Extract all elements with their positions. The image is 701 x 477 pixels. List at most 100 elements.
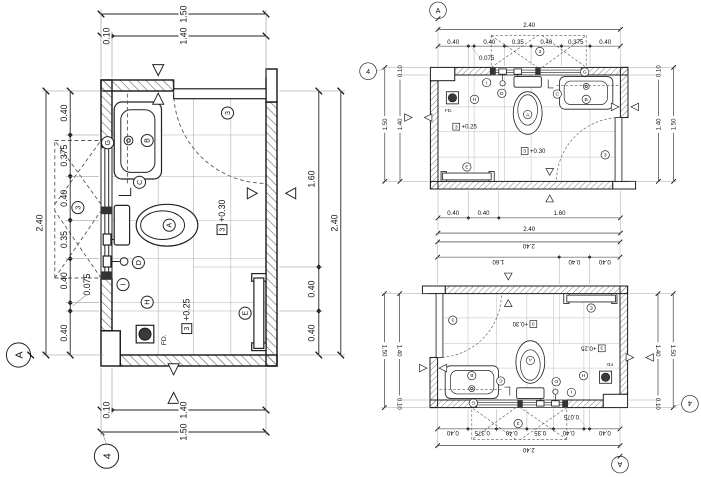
svg-text:3: 3 (517, 420, 520, 426)
svg-text:3: 3 (183, 327, 191, 331)
bench-tag: E (586, 303, 596, 313)
walls (100, 68, 278, 367)
svg-text:0.40: 0.40 (59, 272, 69, 289)
svg-text:0.40: 0.40 (562, 429, 574, 436)
svg-text:C: C (556, 92, 560, 98)
svg-text:0.40: 0.40 (598, 258, 610, 265)
washbasin (444, 365, 499, 399)
svg-text:3: 3 (600, 345, 603, 351)
svg-text:1.60: 1.60 (306, 170, 316, 187)
svg-text:FD.: FD. (445, 108, 452, 113)
svg-text:0.40: 0.40 (59, 190, 69, 207)
svg-text:0.375: 0.375 (474, 429, 490, 436)
walls (421, 285, 629, 409)
svg-text:0.075: 0.075 (82, 273, 92, 295)
svg-text:0.10: 0.10 (655, 65, 662, 77)
valve-tag: D (497, 88, 507, 98)
svg-text:+0.25: +0.25 (182, 299, 192, 321)
section-marker-a: A (5, 342, 35, 368)
plan-view-rotated-180: 33FD.HIDABGCE3+0.253+0.302.400.400.0750.… (380, 238, 699, 474)
elevation-markers (419, 272, 654, 373)
svg-text:0.40: 0.40 (599, 39, 611, 46)
svg-text:FD.: FD. (161, 334, 168, 345)
overhead-dashed-projection (490, 35, 587, 68)
svg-text:0.10: 0.10 (396, 398, 403, 410)
svg-text:+0.25: +0.25 (580, 344, 596, 351)
svg-text:0.35: 0.35 (534, 429, 546, 436)
svg-text:1.50: 1.50 (178, 5, 188, 22)
bench (563, 293, 618, 304)
floor-drain: FD. (599, 362, 613, 384)
svg-text:D: D (500, 91, 504, 97)
toilet (113, 203, 199, 247)
svg-text:1.50: 1.50 (671, 118, 678, 130)
svg-text:E: E (242, 311, 250, 316)
svg-text:2.40: 2.40 (35, 214, 45, 231)
svg-text:0.375: 0.375 (568, 39, 584, 46)
svg-text:1.40: 1.40 (178, 27, 188, 44)
svg-text:3: 3 (523, 149, 526, 155)
svg-text:0.40: 0.40 (306, 280, 316, 297)
svg-text:1.40: 1.40 (655, 118, 662, 130)
svg-text:4: 4 (688, 399, 692, 408)
valve-tag: I (482, 78, 492, 88)
svg-text:B: B (469, 372, 473, 378)
keynote-tag: 3 (600, 150, 610, 160)
svg-text:1.40: 1.40 (654, 345, 661, 357)
svg-text:3: 3 (538, 49, 541, 55)
shower-valves (102, 233, 129, 268)
svg-text:1.50: 1.50 (669, 345, 676, 357)
hook-tag: C (552, 89, 562, 99)
svg-text:0.40: 0.40 (59, 104, 69, 121)
svg-text:0.35: 0.35 (512, 39, 524, 46)
door (430, 293, 502, 358)
level-tag: 3+0.30 (520, 147, 546, 155)
dimension-right: 0.101.401.50 (380, 290, 429, 413)
svg-text:A: A (617, 460, 622, 469)
svg-text:2.40: 2.40 (522, 446, 534, 453)
svg-text:0.075: 0.075 (563, 413, 579, 420)
svg-text:H: H (581, 372, 585, 378)
svg-text:I: I (120, 284, 128, 286)
level-tag: 3+0.25 (452, 122, 478, 131)
dimension-bottom: 0.400.401.602.40 (434, 238, 623, 285)
svg-text:E: E (589, 304, 593, 310)
floor-drain: FD. (135, 324, 168, 345)
toilet (515, 340, 546, 399)
bench (440, 171, 495, 182)
svg-text:+0.25: +0.25 (462, 124, 478, 131)
hook-tag: C (132, 175, 147, 189)
svg-text:1.40: 1.40 (178, 401, 188, 418)
svg-text:I: I (486, 80, 487, 86)
svg-text:B: B (585, 97, 589, 103)
dimension-bottom: 0.400.401.602.40 (279, 87, 346, 359)
plan-view-landscape: 33FD.HIDABGCE3+0.253+0.302.400.400.0750.… (359, 1, 678, 237)
keynote-tag: 3 (448, 315, 458, 325)
svg-text:3: 3 (451, 316, 454, 322)
svg-text:0.075: 0.075 (479, 55, 495, 62)
washbasin (113, 101, 163, 180)
valve-tag: D (131, 256, 145, 270)
toilet-tag: A (525, 355, 535, 366)
svg-text:A: A (436, 6, 441, 15)
dimension-left: 0.101.401.50 (381, 62, 429, 185)
svg-text:0.40: 0.40 (59, 324, 69, 341)
svg-text:0.40: 0.40 (568, 258, 580, 265)
svg-text:D: D (135, 260, 143, 265)
washbasin-tag: B (140, 133, 154, 148)
valve-tag: D (551, 377, 561, 387)
svg-text:+0.30: +0.30 (512, 320, 528, 327)
svg-text:2.40: 2.40 (523, 226, 535, 233)
svg-text:3: 3 (224, 111, 232, 115)
svg-text:B: B (144, 138, 152, 143)
toilet-tag: A (162, 218, 176, 232)
hook-tag: C (496, 376, 506, 386)
svg-text:2.40: 2.40 (330, 214, 340, 231)
washbasin-tag: B (581, 94, 591, 104)
svg-text:1.40: 1.40 (397, 118, 404, 130)
svg-text:H: H (473, 97, 477, 103)
toilet (512, 76, 543, 135)
bench (251, 272, 267, 352)
